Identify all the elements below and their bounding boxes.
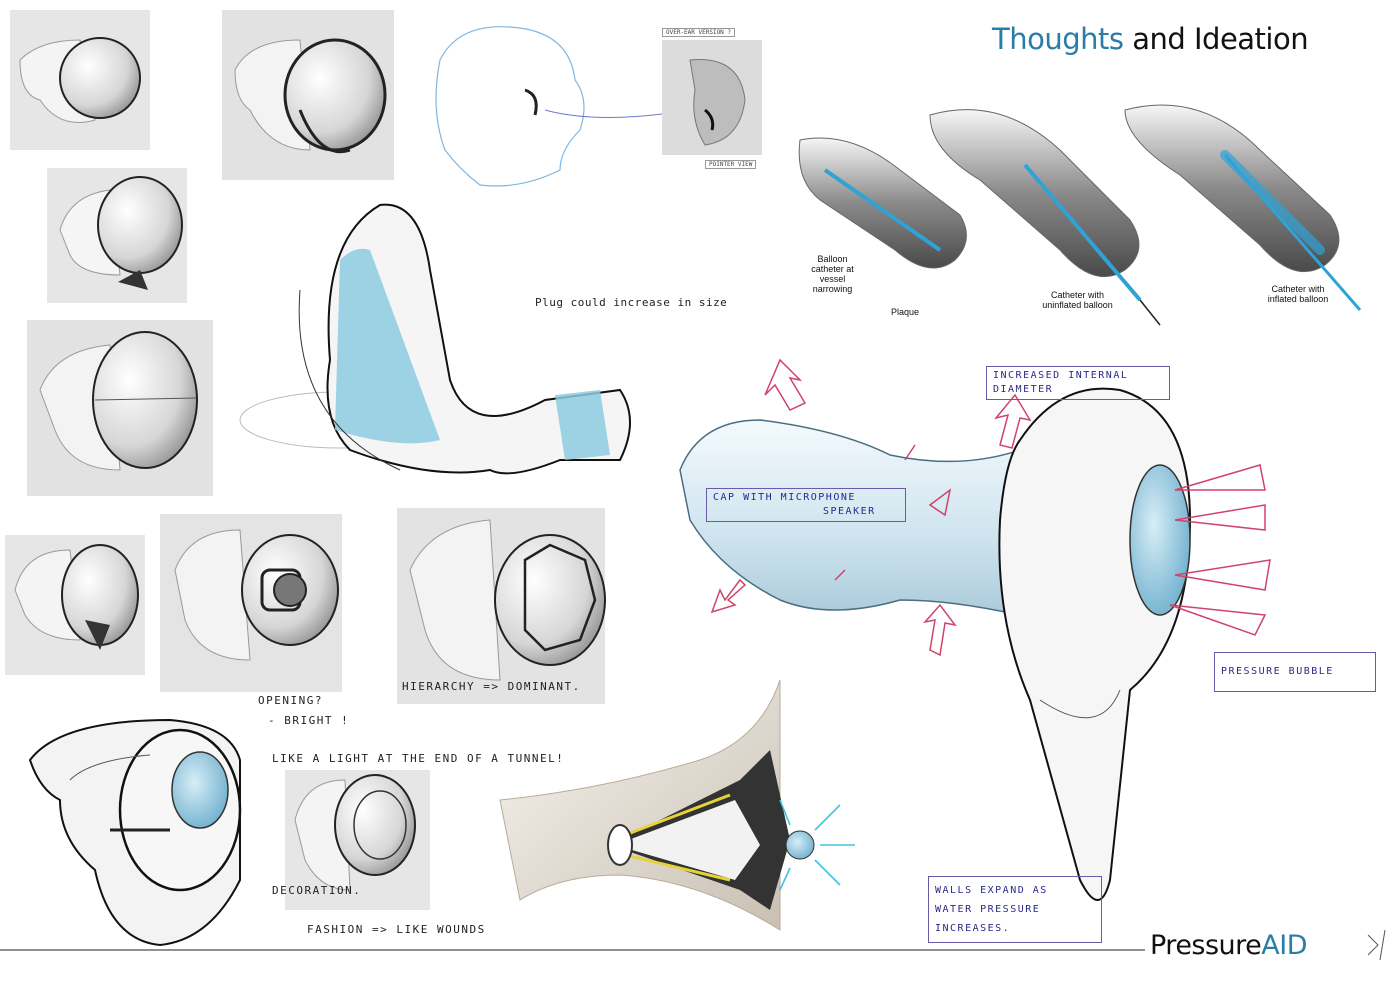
note-walls-3: INCREASES. (935, 923, 1011, 934)
head-profile-sketch (435, 26, 691, 187)
brand-mark-icon (1367, 929, 1386, 961)
label-balloon-narrowing: Balloon catheter at vessel narrowing (811, 254, 854, 294)
brand-name-a: Pressure (1150, 930, 1262, 961)
pressure-arrows (710, 358, 1271, 657)
center-earpiece-sketch (239, 203, 631, 475)
note-cap: CAP WITH MICROPHONE SPEAKER (706, 488, 906, 522)
thumb-sketch-4 (27, 320, 213, 496)
ear-tag-bottom: POINTER VIEW (705, 160, 757, 169)
note-fashion: FASHION => LIKE WOUNDS (307, 923, 486, 936)
thumb-sketch-8 (285, 770, 430, 910)
note-opening: OPENING? (258, 694, 323, 707)
ear-canal-section (499, 679, 855, 931)
note-internal-diameter: INCREASED INTERNAL DIAMETER (986, 366, 1170, 400)
note-internal-diameter-1: INCREASED INTERNAL (993, 370, 1129, 381)
note-bright: - BRIGHT ! (268, 714, 350, 727)
note-decoration: DECORATION. (272, 884, 362, 897)
note-plug: Plug could increase in size (535, 296, 728, 309)
note-walls-2: WATER PRESSURE (935, 904, 1041, 915)
note-cap-2: SPEAKER (823, 506, 876, 517)
thumb-sketch-5 (5, 535, 145, 675)
page-title-accent: Thoughts (992, 22, 1124, 56)
catheter-panel-3 (1124, 104, 1362, 311)
catheter-panel-2 (929, 109, 1161, 326)
glass-device-sketch (679, 387, 1192, 901)
note-walls-1: WALLS EXPAND AS (935, 885, 1048, 896)
note-internal-diameter-2: DIAMETER (993, 384, 1054, 395)
label-inflated: Catheter with inflated balloon (1267, 284, 1329, 304)
large-earpiece-sketch (28, 718, 242, 947)
thumb-sketch-7 (397, 508, 606, 704)
note-walls-expand: WALLS EXPAND AS WATER PRESSURE INCREASES… (928, 876, 1102, 943)
catheter-panel-1 (798, 137, 967, 269)
note-hierarchy: HIERARCHY => DOMINANT. (402, 680, 581, 693)
ear-photo (662, 40, 762, 155)
note-light-tunnel: LIKE A LIGHT AT THE END OF A TUNNEL! (272, 752, 565, 765)
brand-logo: PressureAID (1150, 930, 1308, 961)
thumb-sketch-1 (10, 10, 150, 150)
label-plaque: Plaque (890, 307, 920, 317)
page-title-rest: and Ideation (1123, 22, 1309, 56)
brand-name-b: AID (1261, 930, 1308, 961)
note-cap-1: CAP WITH MICROPHONE (713, 492, 856, 503)
thumb-sketch-2 (222, 10, 394, 180)
thumb-sketch-3 (47, 168, 187, 303)
label-uninflated: Catheter with uninflated balloon (1042, 290, 1113, 310)
thumb-sketch-6 (160, 514, 342, 692)
page-title: Thoughts and Ideation (992, 22, 1309, 56)
note-pressure-bubble: PRESSURE BUBBLE (1214, 652, 1376, 692)
ear-tag-top: OVER-EAR VERSION ? (662, 28, 736, 37)
